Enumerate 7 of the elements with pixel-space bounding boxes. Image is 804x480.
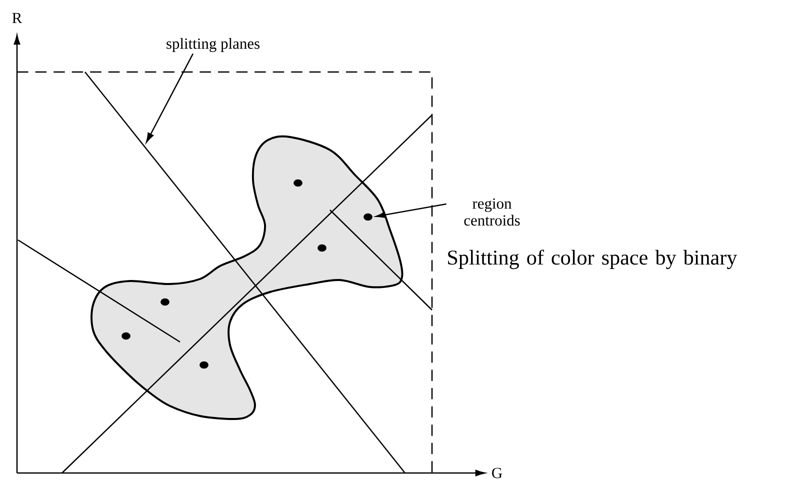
callout-label: splitting planes xyxy=(166,38,260,52)
caption: Splitting of color space by binary xyxy=(448,250,738,270)
leader-arrow xyxy=(376,203,446,218)
axis-label: R xyxy=(12,12,22,24)
callout-label: region centroids xyxy=(464,198,520,226)
leader-arrow xyxy=(146,53,194,143)
axis-label: G xyxy=(492,468,502,478)
